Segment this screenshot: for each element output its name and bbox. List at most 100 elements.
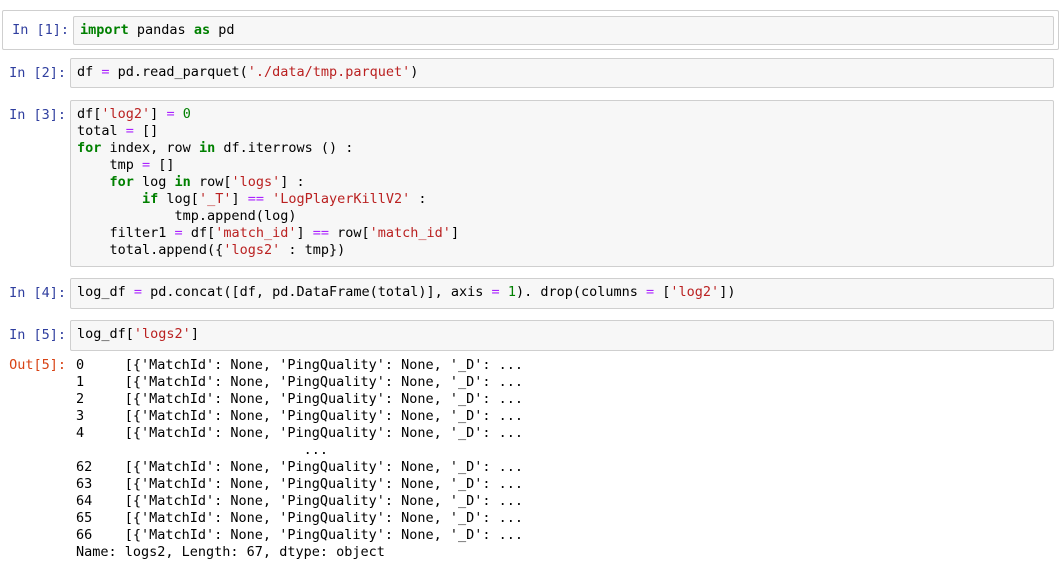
output-cell-5: Out[5]: 0 [{'MatchId': None, 'PingQualit… bbox=[0, 356, 1062, 566]
code-token: 'logs2' bbox=[133, 326, 191, 342]
code-token: [ bbox=[654, 284, 671, 300]
code-token: 'logs2' bbox=[223, 242, 281, 258]
code-token: 0 bbox=[182, 106, 191, 122]
code-text: df = pd.read_parquet('./data/tmp.parquet… bbox=[77, 64, 1047, 81]
code-token: tmp.append(log) bbox=[77, 208, 297, 224]
code-token: ] bbox=[450, 225, 460, 241]
code-token: pd.concat([df, pd.DataFrame(total)], axi… bbox=[142, 284, 492, 300]
code-token: in bbox=[174, 174, 191, 190]
code-token: row[ bbox=[329, 225, 370, 241]
code-token: == bbox=[247, 191, 264, 207]
code-token: df[ bbox=[77, 106, 102, 122]
code-token: pd.read_parquet( bbox=[109, 64, 248, 80]
code-token: 1 bbox=[507, 284, 516, 300]
code-token: = bbox=[133, 284, 143, 300]
code-token: = bbox=[646, 284, 655, 300]
code-token: = bbox=[142, 157, 151, 173]
code-token: total bbox=[77, 123, 126, 139]
code-token: as bbox=[193, 22, 211, 38]
code-token bbox=[175, 106, 183, 122]
code-token: ] bbox=[296, 225, 313, 241]
code-token: index, row bbox=[101, 140, 199, 156]
code-token: [] bbox=[150, 157, 175, 173]
code-text: log_df = pd.concat([df, pd.DataFrame(tot… bbox=[77, 284, 1047, 301]
code-editor[interactable]: log_df['logs2'] bbox=[70, 320, 1054, 351]
output-line: 62 [{'MatchId': None, 'PingQuality': Non… bbox=[76, 459, 524, 475]
code-cell-1[interactable]: In [1]: import pandas as pd bbox=[2, 10, 1059, 50]
code-token bbox=[500, 284, 508, 300]
input-prompt: In [2]: bbox=[9, 65, 66, 81]
output-area: 0 [{'MatchId': None, 'PingQuality': None… bbox=[76, 357, 523, 561]
code-token: [] bbox=[133, 123, 159, 139]
code-token: 'match_id' bbox=[215, 225, 297, 241]
code-token: log_df[ bbox=[77, 326, 134, 342]
code-text: log_df['logs2'] bbox=[77, 326, 1047, 343]
input-prompt: In [5]: bbox=[9, 327, 66, 343]
code-cell-5[interactable]: In [5]: log_df['logs2'] bbox=[0, 319, 1062, 353]
code-token: : bbox=[410, 191, 427, 207]
code-cell-4[interactable]: In [4]: log_df = pd.concat([df, pd.DataF… bbox=[0, 276, 1062, 310]
code-cell-2[interactable]: In [2]: df = pd.read_parquet('./data/tmp… bbox=[0, 55, 1062, 88]
code-token: ] bbox=[150, 106, 167, 122]
code-cell-3[interactable]: In [3]: df['log2'] = 0 total = [] for in… bbox=[0, 98, 1062, 268]
code-token: ] bbox=[190, 326, 199, 342]
code-text: import pandas as pd bbox=[80, 22, 1047, 39]
code-token: ) bbox=[410, 64, 419, 80]
output-line: 3 [{'MatchId': None, 'PingQuality': None… bbox=[76, 408, 524, 424]
code-token: row[ bbox=[190, 174, 232, 190]
output-line: 65 [{'MatchId': None, 'PingQuality': Non… bbox=[76, 510, 524, 526]
output-line: 66 [{'MatchId': None, 'PingQuality': Non… bbox=[76, 527, 524, 543]
code-token: ). drop(columns bbox=[515, 284, 647, 300]
code-token: pandas bbox=[128, 22, 194, 38]
code-token: for bbox=[77, 140, 102, 156]
output-line: 2 [{'MatchId': None, 'PingQuality': None… bbox=[76, 391, 524, 407]
code-editor[interactable]: df['log2'] = 0 total = [] for index, row… bbox=[70, 100, 1054, 267]
code-token: = bbox=[101, 64, 110, 80]
code-token: 'logs' bbox=[231, 174, 281, 190]
output-line: 4 [{'MatchId': None, 'PingQuality': None… bbox=[76, 425, 524, 441]
code-token: = bbox=[166, 106, 175, 122]
code-token: '_T' bbox=[198, 191, 232, 207]
code-token bbox=[77, 191, 142, 207]
output-text: 0 [{'MatchId': None, 'PingQuality': None… bbox=[76, 357, 523, 561]
code-token: df bbox=[77, 64, 102, 80]
code-editor[interactable]: df = pd.read_parquet('./data/tmp.parquet… bbox=[70, 58, 1054, 88]
code-token: 'log2' bbox=[670, 284, 720, 300]
code-token bbox=[264, 191, 272, 207]
code-token: log[ bbox=[158, 191, 199, 207]
code-editor[interactable]: log_df = pd.concat([df, pd.DataFrame(tot… bbox=[70, 278, 1054, 309]
output-line: 64 [{'MatchId': None, 'PingQuality': Non… bbox=[76, 493, 524, 509]
code-token: import bbox=[80, 22, 129, 38]
code-token: df[ bbox=[182, 225, 216, 241]
code-token: ] : bbox=[280, 174, 305, 190]
output-line: 0 [{'MatchId': None, 'PingQuality': None… bbox=[76, 357, 524, 373]
output-line: 63 [{'MatchId': None, 'PingQuality': Non… bbox=[76, 476, 524, 492]
code-token: if bbox=[142, 191, 159, 207]
code-token bbox=[77, 174, 110, 190]
code-editor[interactable]: import pandas as pd bbox=[73, 16, 1054, 45]
code-token: for bbox=[109, 174, 134, 190]
code-token: ] bbox=[231, 191, 248, 207]
code-text: df['log2'] = 0 total = [] for index, row… bbox=[77, 106, 1047, 259]
code-token: log bbox=[133, 174, 175, 190]
output-line: 1 [{'MatchId': None, 'PingQuality': None… bbox=[76, 374, 524, 390]
output-line: Name: logs2, Length: 67, dtype: object bbox=[76, 544, 385, 560]
code-token: 'LogPlayerKillV2' bbox=[272, 191, 411, 207]
input-prompt: In [3]: bbox=[9, 107, 66, 123]
code-token: tmp bbox=[77, 157, 143, 173]
output-prompt: Out[5]: bbox=[9, 357, 66, 373]
output-line: ... bbox=[76, 442, 328, 458]
code-token: in bbox=[198, 140, 216, 156]
code-token: df.iterrows () : bbox=[215, 140, 354, 156]
code-token: pd bbox=[210, 22, 235, 38]
code-token: filter1 bbox=[77, 225, 175, 241]
code-token: = bbox=[125, 123, 134, 139]
code-token: './data/tmp.parquet' bbox=[247, 64, 411, 80]
code-token: ]) bbox=[719, 284, 736, 300]
code-token: total.append({ bbox=[77, 242, 224, 258]
code-token: == bbox=[312, 225, 330, 241]
input-prompt: In [4]: bbox=[9, 285, 66, 301]
code-token: = bbox=[174, 225, 183, 241]
code-token: = bbox=[491, 284, 500, 300]
input-prompt: In [1]: bbox=[12, 22, 69, 38]
